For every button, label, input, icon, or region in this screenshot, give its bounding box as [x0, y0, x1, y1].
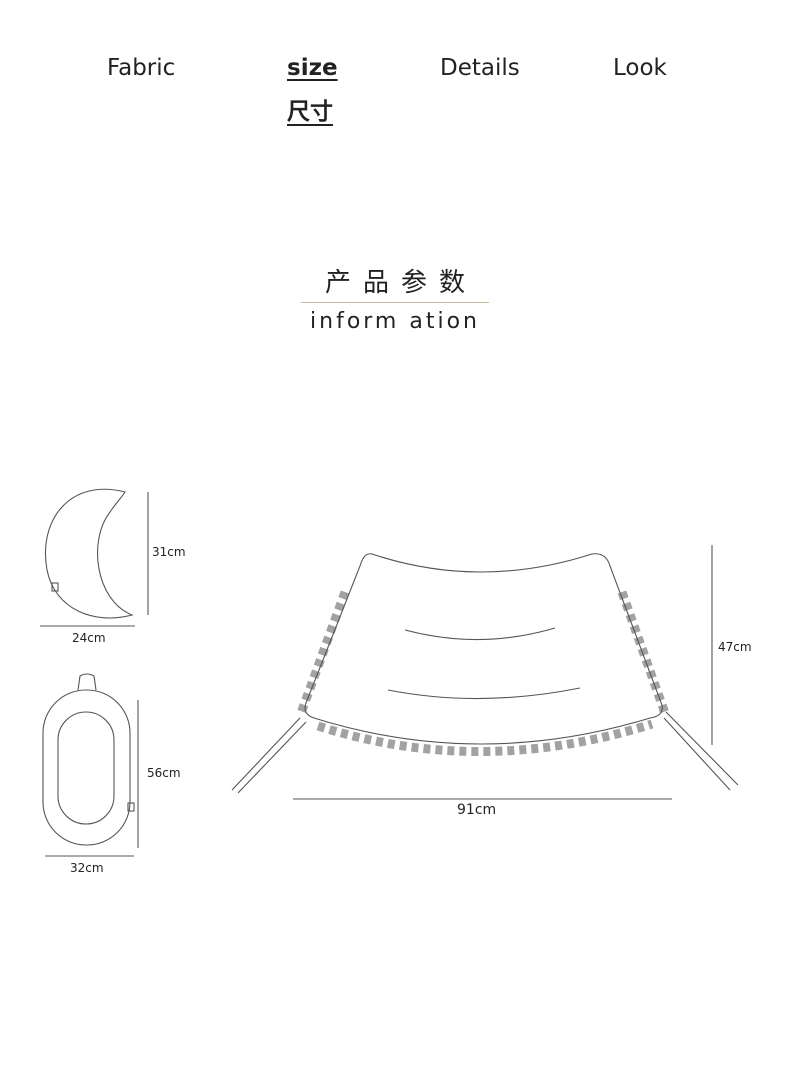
seat-cushion-drawing	[231, 553, 739, 794]
seat-height-label: 47cm	[718, 640, 752, 654]
tab-size-chinese[interactable]: 尺寸	[287, 99, 333, 125]
seat-width-label: 91cm	[457, 802, 497, 818]
title-divider	[301, 302, 489, 303]
tab-details[interactable]: Details	[440, 55, 520, 81]
section-title: 产品参数	[324, 268, 477, 298]
oval-pillow-drawing	[42, 673, 135, 846]
oval-width-label: 32cm	[70, 861, 104, 875]
moon-width-label: 24cm	[72, 631, 106, 645]
oval-height-label: 56cm	[147, 766, 181, 780]
tab-fabric[interactable]: Fabric	[107, 55, 176, 81]
moon-pillow-drawing	[45, 488, 134, 619]
tab-look[interactable]: Look	[613, 55, 667, 81]
tab-size[interactable]: size	[287, 55, 338, 81]
moon-height-label: 31cm	[152, 545, 186, 559]
section-subtitle: inform ation	[310, 309, 480, 334]
